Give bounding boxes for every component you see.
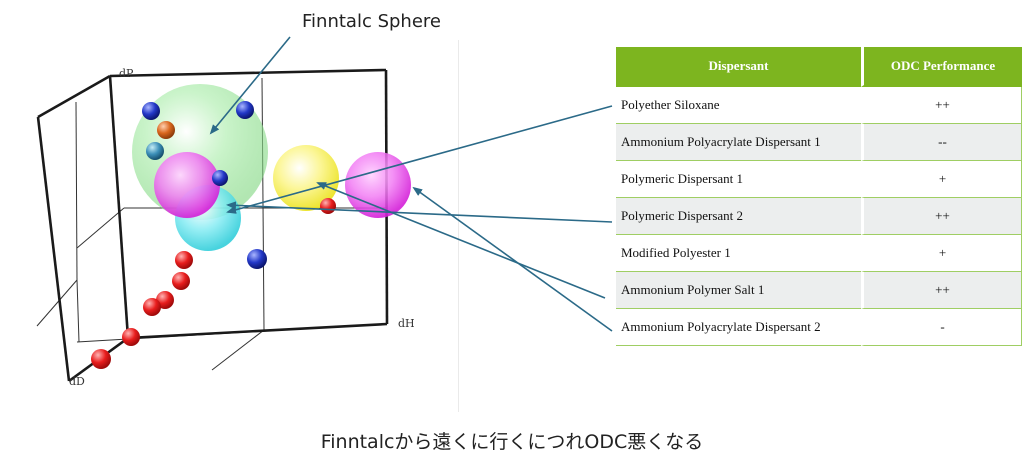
dispersant-performance-table: Dispersant ODC Performance Polyether Sil… xyxy=(616,47,1022,346)
red-point xyxy=(143,298,161,316)
table-row: Ammonium Polyacrylate Dispersant 1 -- xyxy=(616,124,1022,161)
dispersant-name: Polyether Siloxane xyxy=(616,87,861,124)
table-row: Ammonium Polyacrylate Dispersant 2 - xyxy=(616,309,1022,346)
header-odc-performance: ODC Performance xyxy=(861,47,1022,87)
odc-performance-value: + xyxy=(861,235,1022,272)
table-row: Polyether Siloxane ++ xyxy=(616,87,1022,124)
red-point xyxy=(91,349,111,369)
cube-edge xyxy=(37,74,111,119)
axis-label-dh: dH xyxy=(398,317,415,330)
red-point xyxy=(175,251,193,269)
cube-inner-line xyxy=(75,101,78,281)
arrow-polyether-siloxane xyxy=(226,105,613,214)
dispersant-table-container: Dispersant ODC Performance Polyether Sil… xyxy=(616,47,1022,346)
odc-performance-value: ++ xyxy=(861,198,1022,235)
axis-label-dd: dD xyxy=(69,375,85,388)
table-row: Polymeric Dispersant 1 + xyxy=(616,161,1022,198)
cube-inner-line xyxy=(211,329,265,371)
odc-performance-value: - xyxy=(861,309,1022,346)
magenta-sphere-left xyxy=(154,152,220,218)
cube-edge xyxy=(36,116,71,382)
finntalc-label-arrow xyxy=(209,36,291,135)
cube-inner-line xyxy=(261,77,265,331)
blue-point xyxy=(212,170,228,186)
dispersant-name: Polymeric Dispersant 2 xyxy=(616,198,861,235)
axis-label-dp: dP xyxy=(119,67,134,80)
cube-edge xyxy=(108,75,130,339)
odc-performance-value: -- xyxy=(861,124,1022,161)
finntalc-sphere-label: Finntalc Sphere xyxy=(302,11,441,32)
odc-performance-value: ++ xyxy=(861,87,1022,124)
blue-point xyxy=(247,249,267,269)
odc-performance-value: + xyxy=(861,161,1022,198)
table-row: Polymeric Dispersant 2 ++ xyxy=(616,198,1022,235)
solubility-spheres xyxy=(132,84,411,251)
dispersant-name: Modified Polyester 1 xyxy=(616,235,861,272)
blue-point xyxy=(142,102,160,120)
solvent-points xyxy=(91,101,336,369)
dispersant-name: Ammonium Polyacrylate Dispersant 1 xyxy=(616,124,861,161)
dispersant-name: Polymeric Dispersant 1 xyxy=(616,161,861,198)
dispersant-name: Ammonium Polymer Salt 1 xyxy=(616,272,861,309)
cube-inner-line xyxy=(36,279,78,327)
red-point xyxy=(172,272,190,290)
cube-edge xyxy=(109,68,387,78)
cube-inner-line xyxy=(76,279,80,343)
arrow-polymeric-dispersant-2 xyxy=(226,201,613,223)
orange-point xyxy=(157,121,175,139)
cube-frame xyxy=(36,68,389,383)
magenta-sphere-right xyxy=(345,152,411,218)
dispersant-name: Ammonium Polyacrylate Dispersant 2 xyxy=(616,309,861,346)
connector-arrows xyxy=(226,105,613,332)
table-row: Ammonium Polymer Salt 1 ++ xyxy=(616,272,1022,309)
teal-point xyxy=(146,142,164,160)
cube-inner-line xyxy=(76,207,125,249)
red-point xyxy=(122,328,140,346)
red-point xyxy=(320,198,336,214)
table-header-row: Dispersant ODC Performance xyxy=(616,47,1022,87)
arrow-ammonium-polymer-salt-1 xyxy=(316,182,606,299)
blue-point xyxy=(236,101,254,119)
caption-text: Finntalcから遠くに行くにつれODC悪くなる xyxy=(320,431,704,453)
header-dispersant: Dispersant xyxy=(616,47,861,87)
table-row: Modified Polyester 1 + xyxy=(616,235,1022,272)
arrow-ammonium-polyacrylate-2 xyxy=(412,186,613,332)
cube-edge xyxy=(127,322,388,340)
odc-performance-value: ++ xyxy=(861,272,1022,309)
